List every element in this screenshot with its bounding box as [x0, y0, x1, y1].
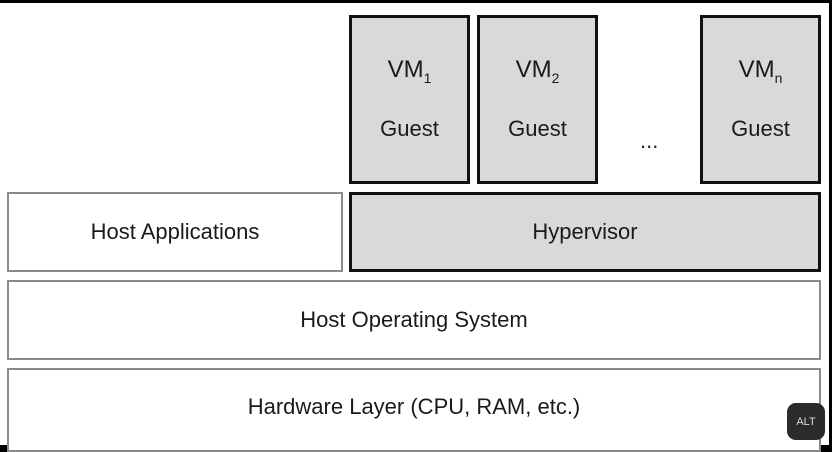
alt-text-button[interactable]: ALT	[787, 403, 825, 440]
vm-n-box: VMn Guest	[700, 15, 821, 184]
hardware-layer-box: Hardware Layer (CPU, RAM, etc.)	[7, 368, 821, 452]
host-os-box: Host Operating System	[7, 280, 821, 360]
vm-2-title: VM2	[515, 56, 560, 86]
vm-2-guest-label: Guest	[508, 115, 567, 141]
vm-n-guest-label: Guest	[731, 115, 790, 141]
hypervisor-box: Hypervisor	[349, 192, 821, 272]
host-applications-label: Host Applications	[90, 219, 260, 244]
host-os-label: Host Operating System	[300, 307, 528, 332]
hypervisor-label: Hypervisor	[532, 219, 638, 244]
ellipsis: ...	[640, 128, 659, 153]
host-applications-box: Host Applications	[7, 192, 343, 272]
vm-2-box: VM2 Guest	[477, 15, 598, 184]
vm-1-guest-label: Guest	[380, 115, 439, 141]
vm-1-title: VM1	[387, 56, 432, 86]
vm-1-box: VM1 Guest	[349, 15, 470, 184]
hardware-layer-label: Hardware Layer (CPU, RAM, etc.)	[247, 394, 581, 419]
vm-n-title: VMn	[738, 56, 783, 86]
